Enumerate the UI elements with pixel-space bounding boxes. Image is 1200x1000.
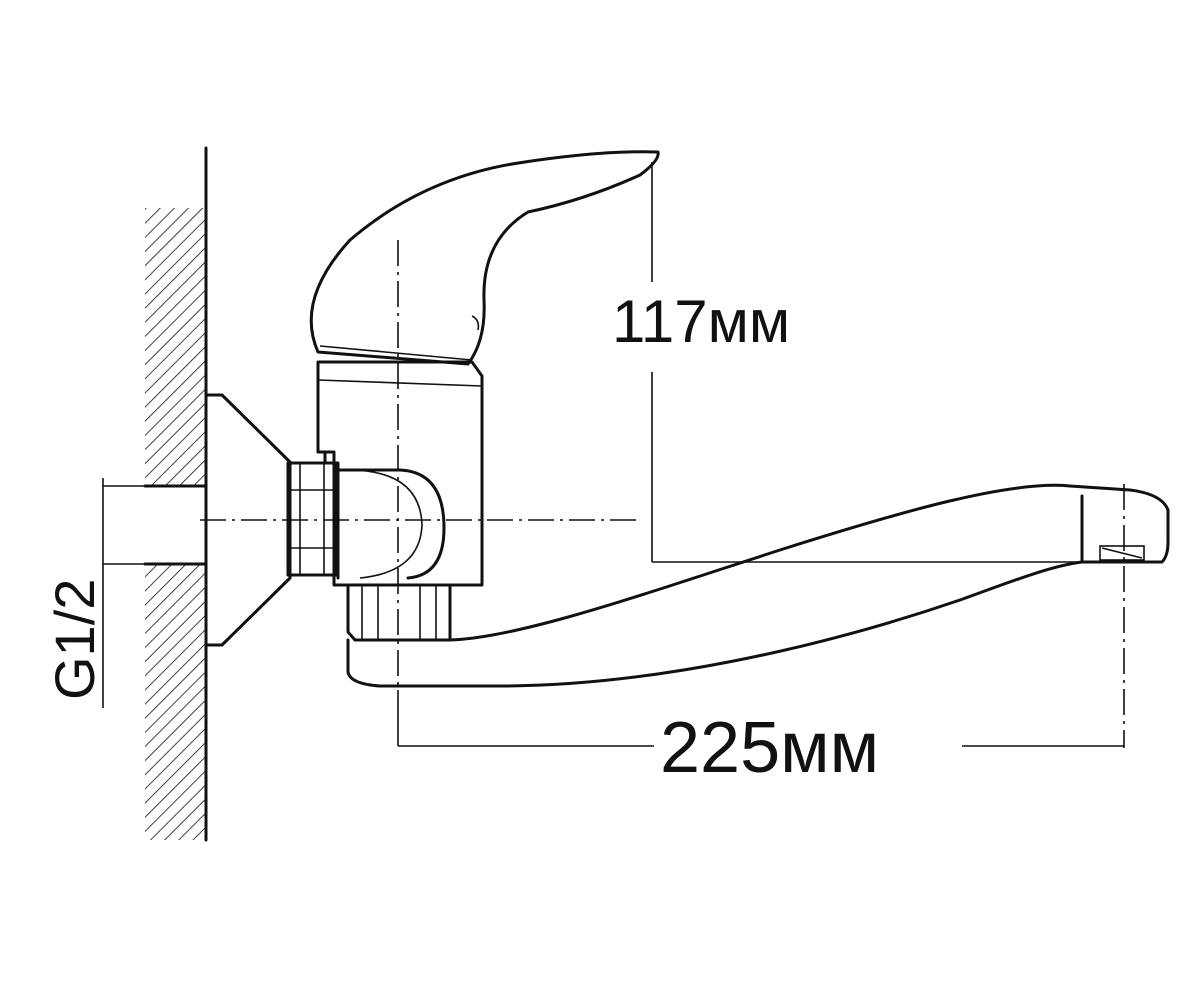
mixer-body (316, 360, 484, 587)
height-dimension-label: 117мм (612, 288, 790, 355)
wall (143, 146, 208, 842)
swivel-ring (346, 583, 452, 642)
body-window (336, 468, 446, 580)
wall-flange (204, 393, 292, 647)
wall-inlet-pipe (145, 486, 206, 564)
aerator (1099, 545, 1145, 561)
thread-dimension-label: G1/2 (43, 579, 106, 700)
swivel-spout (346, 483, 1170, 688)
center-lines (200, 240, 1125, 748)
spout-tube (346, 483, 1170, 688)
thread-dimension: G1/2 (43, 478, 145, 708)
reach-dimension-label: 225мм (660, 708, 879, 788)
lever-handle (309, 150, 660, 366)
height-dimension: 117мм (612, 162, 1098, 563)
union-nut (286, 461, 338, 577)
reach-dimension: 225мм (397, 690, 1124, 788)
